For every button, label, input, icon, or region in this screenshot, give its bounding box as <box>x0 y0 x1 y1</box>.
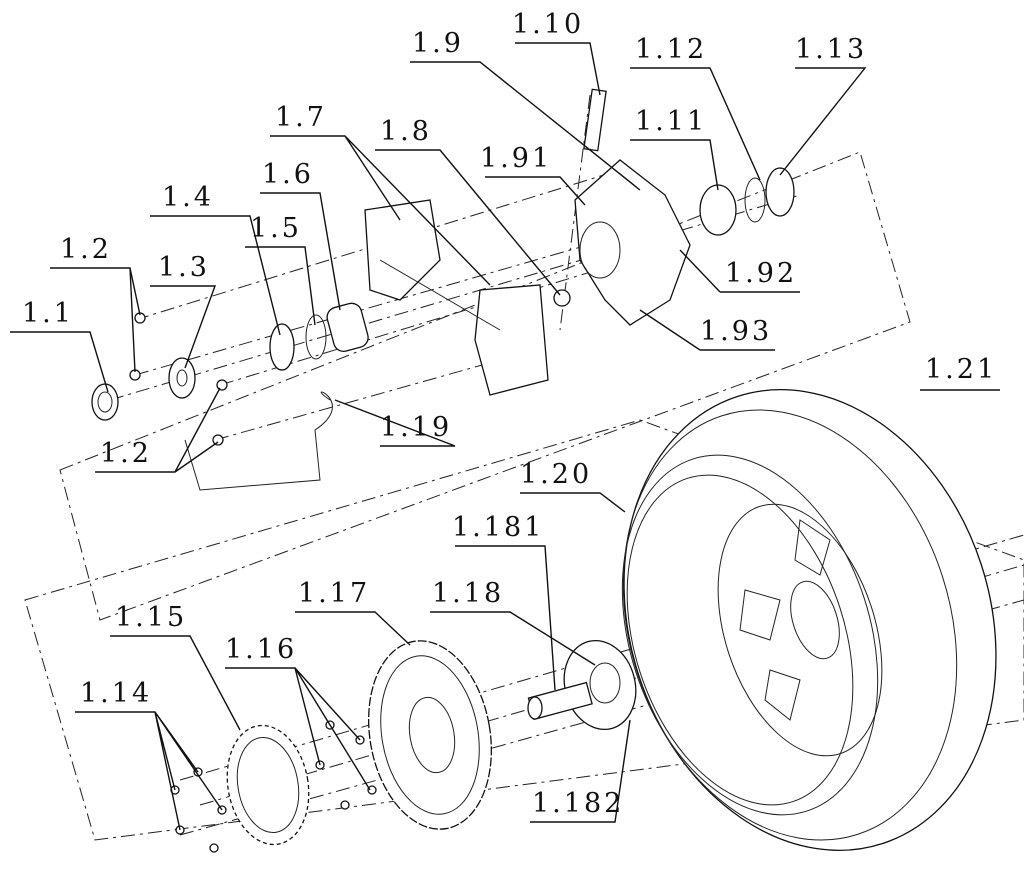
label-1-5: 1.5 <box>250 213 302 244</box>
label-1-11: 1.11 <box>635 106 707 137</box>
part-labels: 1.1 1.2 1.3 1.4 1.5 1.6 1.7 1.8 1.9 1.10… <box>22 9 997 819</box>
label-1-18: 1.18 <box>432 578 504 609</box>
label-1-182: 1.182 <box>532 788 624 819</box>
hub-1-18 <box>527 639 637 731</box>
label-1-13: 1.13 <box>795 34 867 65</box>
label-1-21: 1.21 <box>925 354 997 385</box>
label-1-4: 1.4 <box>162 182 214 213</box>
label-1-9: 1.9 <box>412 28 464 59</box>
label-1-14: 1.14 <box>80 678 152 709</box>
label-1-10: 1.10 <box>512 9 584 40</box>
label-1-12: 1.12 <box>635 34 707 65</box>
label-1-181: 1.181 <box>452 512 544 543</box>
label-1-7: 1.7 <box>275 102 327 133</box>
label-1-19: 1.19 <box>380 412 452 443</box>
label-1-2-lower: 1.2 <box>100 438 152 469</box>
label-1-16: 1.16 <box>225 634 297 665</box>
lower-assembly-boundary <box>24 419 1024 841</box>
label-1-6: 1.6 <box>262 159 314 190</box>
brake-disc-1-17 <box>368 640 492 830</box>
abs-ring-1-15 <box>226 724 310 846</box>
label-1-3: 1.3 <box>158 252 210 283</box>
label-1-20: 1.20 <box>520 459 592 490</box>
label-1-8: 1.8 <box>380 116 432 147</box>
tire-wheel <box>621 389 997 851</box>
label-1-92: 1.92 <box>725 258 797 289</box>
label-1-15: 1.15 <box>115 602 187 633</box>
leader-lines <box>10 42 1000 831</box>
label-1-17: 1.17 <box>298 578 370 609</box>
label-1-2: 1.2 <box>60 234 112 265</box>
upper-parts <box>91 88 795 491</box>
label-1-93: 1.93 <box>700 316 772 347</box>
label-1-91: 1.91 <box>480 143 552 174</box>
label-1-1: 1.1 <box>22 298 74 329</box>
